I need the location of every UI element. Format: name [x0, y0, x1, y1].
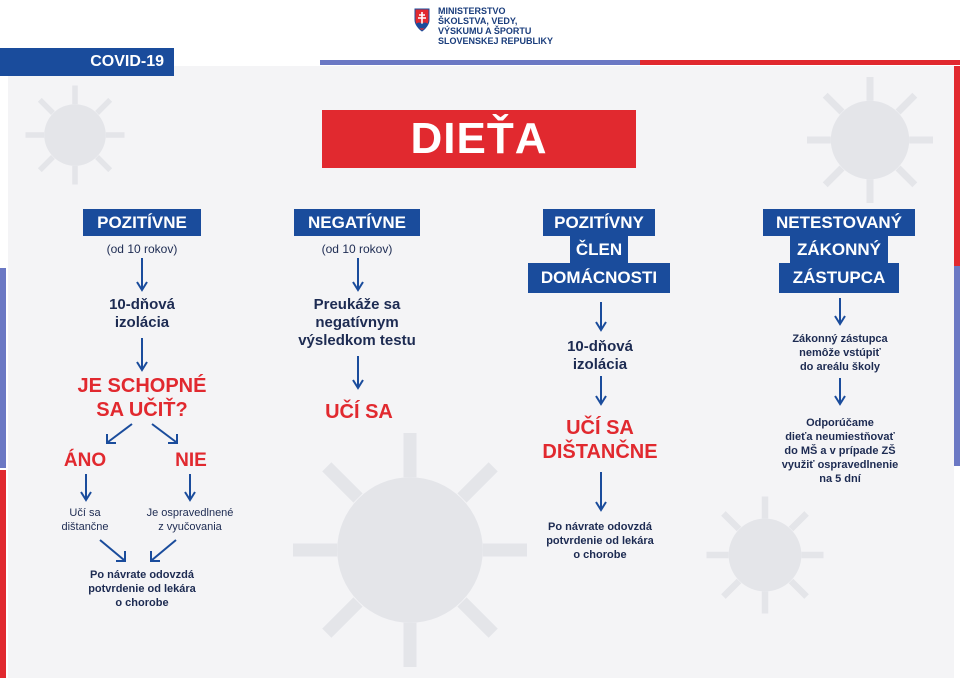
untested-header-line1: NETESTOVANÝ	[763, 209, 915, 236]
negative-header: NEGATÍVNE	[294, 209, 420, 236]
household-header-line3: DOMÁCNOSTI	[528, 263, 670, 293]
content-frame	[8, 66, 954, 678]
top-bar-blue	[320, 60, 640, 65]
ministry-name: MINISTERSTVO ŠKOLSTVA, VEDY, VÝSKUMU A Š…	[438, 6, 554, 46]
left-bar-blue	[0, 268, 6, 468]
negative-result: UČÍ SA	[325, 401, 393, 423]
positive-yes-result: Učí sa dištančne	[61, 507, 109, 533]
arrow-down-icon	[834, 298, 846, 326]
coat-of-arms-icon	[414, 8, 430, 32]
negative-proof: Preukáže sa negatívnym výsledkom testu	[298, 296, 416, 349]
right-bar-blue	[954, 266, 960, 466]
arrow-down-icon	[136, 338, 148, 372]
arrow-down-icon	[595, 376, 607, 406]
household-header-line1: POZITÍVNY	[543, 209, 655, 236]
arrow-down-left-icon	[106, 423, 133, 444]
right-bar-red	[954, 66, 960, 266]
virus-icon	[706, 496, 824, 614]
positive-question: JE SCHOPNÉ SA UČIŤ?	[77, 375, 207, 421]
arrow-down-icon	[80, 474, 92, 502]
top-bar-red	[640, 60, 960, 65]
household-isolation: 10-dňová izolácia	[567, 338, 633, 373]
arrow-down-icon	[352, 356, 364, 390]
positive-return-note: Po návrate odovzdá potvrdenie od lekára …	[88, 569, 196, 609]
virus-icon	[25, 85, 125, 185]
virus-icon	[807, 77, 933, 203]
positive-header: POZITÍVNE	[83, 209, 201, 236]
arrow-down-right-icon	[151, 423, 178, 444]
positive-no: NIE	[175, 450, 207, 471]
covid-tag: COVID-19	[0, 48, 174, 76]
virus-icon	[293, 433, 527, 667]
arrow-down-icon	[184, 474, 196, 502]
positive-isolation: 10-dňová izolácia	[109, 296, 175, 331]
household-return-note: Po návrate odovzdá potvrdenie od lekára …	[546, 521, 654, 561]
arrow-down-icon	[595, 472, 607, 512]
arrow-down-icon	[595, 302, 607, 332]
arrow-down-left-icon	[150, 539, 177, 562]
arrow-down-icon	[136, 258, 148, 292]
arrow-down-icon	[834, 378, 846, 406]
positive-no-result: Je ospravedlnené z vyučovania	[146, 507, 234, 533]
untested-header-line3: ZÁSTUPCA	[779, 263, 899, 293]
household-header-line2: ČLEN	[570, 236, 628, 263]
household-result: UČÍ SA DIŠTANČNE	[542, 417, 658, 463]
arrow-down-right-icon	[99, 539, 126, 562]
positive-yes: ÁNO	[63, 450, 107, 471]
left-bar-red	[0, 470, 6, 678]
arrow-down-icon	[352, 258, 364, 292]
untested-note2: Odporúčame dieťa neumiestňovať do MŠ a v…	[781, 417, 899, 485]
negative-age-note: (od 10 rokov)	[321, 242, 393, 256]
untested-header-line2: ZÁKONNÝ	[790, 236, 888, 263]
positive-age-note: (od 10 rokov)	[106, 242, 178, 256]
untested-note1: Zákonný zástupca nemôže vstúpiť do areál…	[792, 333, 888, 373]
page-title: DIEŤA	[322, 110, 636, 168]
